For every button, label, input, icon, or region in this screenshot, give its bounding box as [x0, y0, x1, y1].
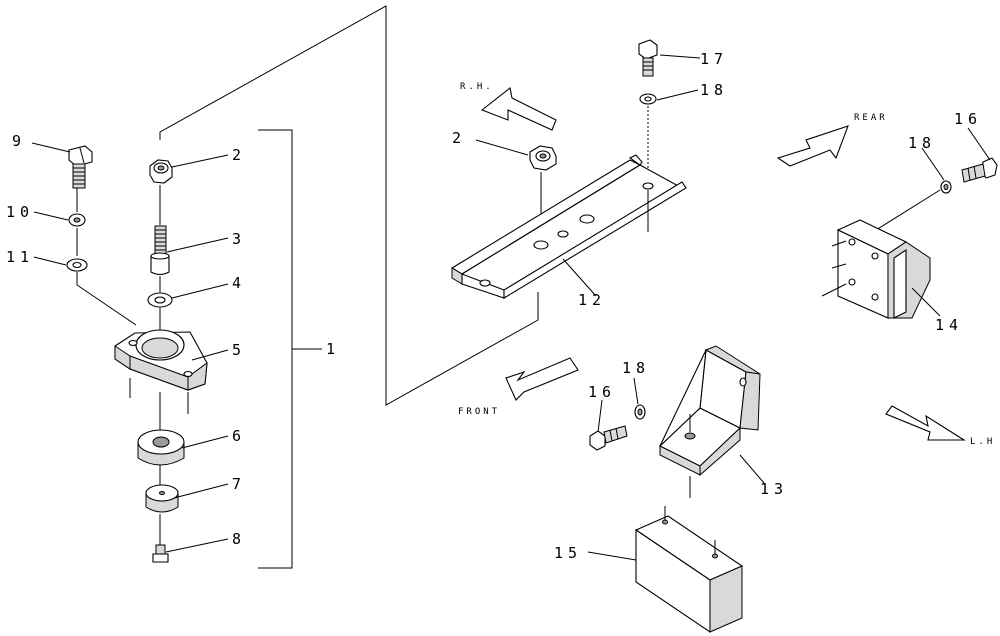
- callout-8: 8: [232, 530, 246, 548]
- direction-rear-label: REAR: [854, 113, 888, 123]
- part-17-bolt: [638, 39, 658, 77]
- callout-16-upper: 16: [954, 110, 982, 128]
- callout-5: 5: [232, 341, 246, 359]
- part-18-washer-lower: [634, 404, 646, 420]
- part-16-bolt-lower: [589, 425, 628, 451]
- leader-lines: [31, 54, 991, 561]
- arrow-lh-icon: [885, 405, 966, 441]
- part-18-washer-top: [639, 93, 657, 105]
- assembly-connector-line: [159, 5, 539, 406]
- part-2-nut: [149, 159, 173, 184]
- part-11-washer: [66, 258, 88, 272]
- direction-front-label: FRONT: [458, 407, 500, 417]
- callout-11: 11: [6, 248, 34, 266]
- callout-18-upper: 18: [908, 134, 936, 152]
- part-12-rail: [450, 154, 687, 299]
- group-bracket: [258, 129, 293, 569]
- part-13-bracket: [659, 345, 761, 477]
- arrow-front-icon: [505, 357, 579, 401]
- callout-15: 15: [554, 544, 582, 562]
- callout-2-rail: 2: [452, 129, 466, 147]
- part-18-washer-upper: [940, 180, 952, 194]
- callout-2: 2: [232, 146, 246, 164]
- callout-17: 17: [700, 50, 728, 68]
- direction-lh-label: L.H: [970, 437, 995, 447]
- part-16-bolt-upper: [961, 157, 998, 183]
- part-6-bushing: [137, 429, 185, 466]
- callout-6: 6: [232, 427, 246, 445]
- callout-4: 4: [232, 274, 246, 292]
- part-7-spacer: [145, 484, 179, 513]
- callout-12: 12: [578, 291, 606, 309]
- part-8-bolt: [152, 544, 169, 563]
- part-5-mount-flange: [114, 329, 208, 391]
- callout-18-lower: 18: [622, 359, 650, 377]
- part-10-lock-washer: [68, 213, 86, 227]
- arrow-rear-icon: [776, 125, 849, 167]
- callout-10: 10: [6, 203, 34, 221]
- callout-18-top: 18: [700, 81, 728, 99]
- callout-9: 9: [12, 132, 26, 150]
- part-4-washer: [147, 292, 173, 308]
- part-2-nut-rail: [529, 145, 557, 171]
- part-3-stud: [150, 225, 170, 276]
- callout-1: 1: [326, 340, 340, 358]
- direction-rh-label: R.H.: [460, 82, 494, 92]
- part-14-block: [821, 219, 931, 319]
- part-15-pad: [634, 515, 744, 634]
- callout-7: 7: [232, 475, 246, 493]
- arrow-rh-icon: [480, 87, 557, 131]
- part-9-bolt: [68, 145, 93, 189]
- callout-13: 13: [760, 480, 788, 498]
- callout-14: 14: [935, 316, 963, 334]
- callout-16-lower: 16: [588, 383, 616, 401]
- callout-3: 3: [232, 230, 246, 248]
